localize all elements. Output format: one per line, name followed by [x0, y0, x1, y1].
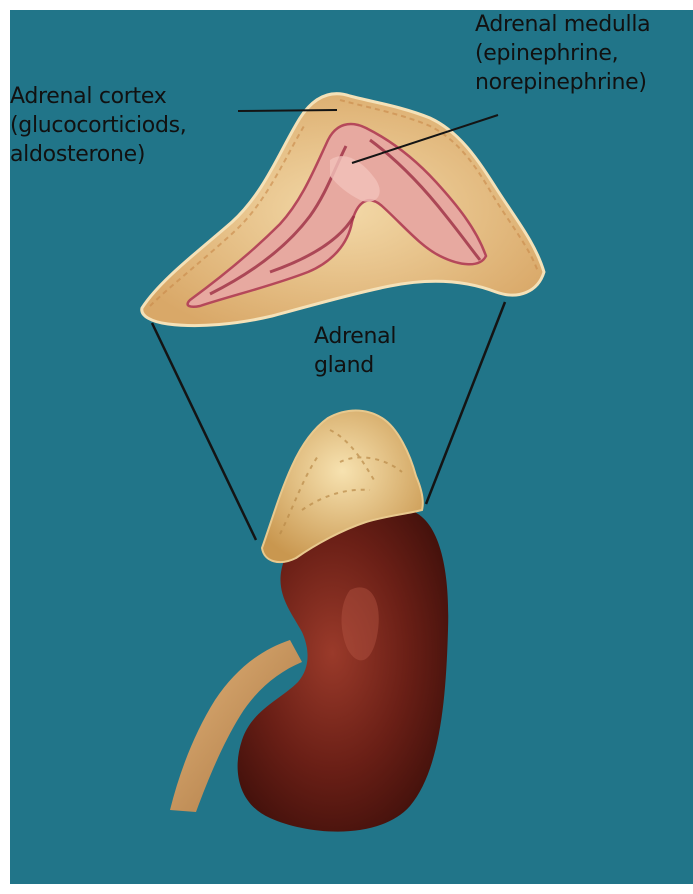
adrenal-gland-line-1: Adrenal	[314, 322, 396, 351]
adrenal-gland-line-2: gland	[314, 351, 396, 380]
diagram-panel: Adrenal cortex (glucocorticiods, aldoste…	[10, 10, 693, 884]
adrenal-medulla-line-2: (epinephrine,	[475, 39, 650, 68]
adrenal-gland-label: Adrenal gland	[314, 322, 396, 380]
adrenal-medulla-line-1: Adrenal medulla	[475, 10, 650, 39]
adrenal-cortex-line-3: aldosterone)	[10, 140, 187, 169]
adrenal-cortex-line-1: Adrenal cortex	[10, 82, 187, 111]
cortex-leader-line	[238, 110, 337, 111]
adrenal-cortex-label: Adrenal cortex (glucocorticiods, aldoste…	[10, 82, 187, 169]
adrenal-medulla-line-3: norepinephrine)	[475, 68, 650, 97]
adrenal-medulla-label: Adrenal medulla (epinephrine, norepineph…	[475, 10, 650, 97]
adrenal-cortex-line-2: (glucocorticiods,	[10, 111, 187, 140]
